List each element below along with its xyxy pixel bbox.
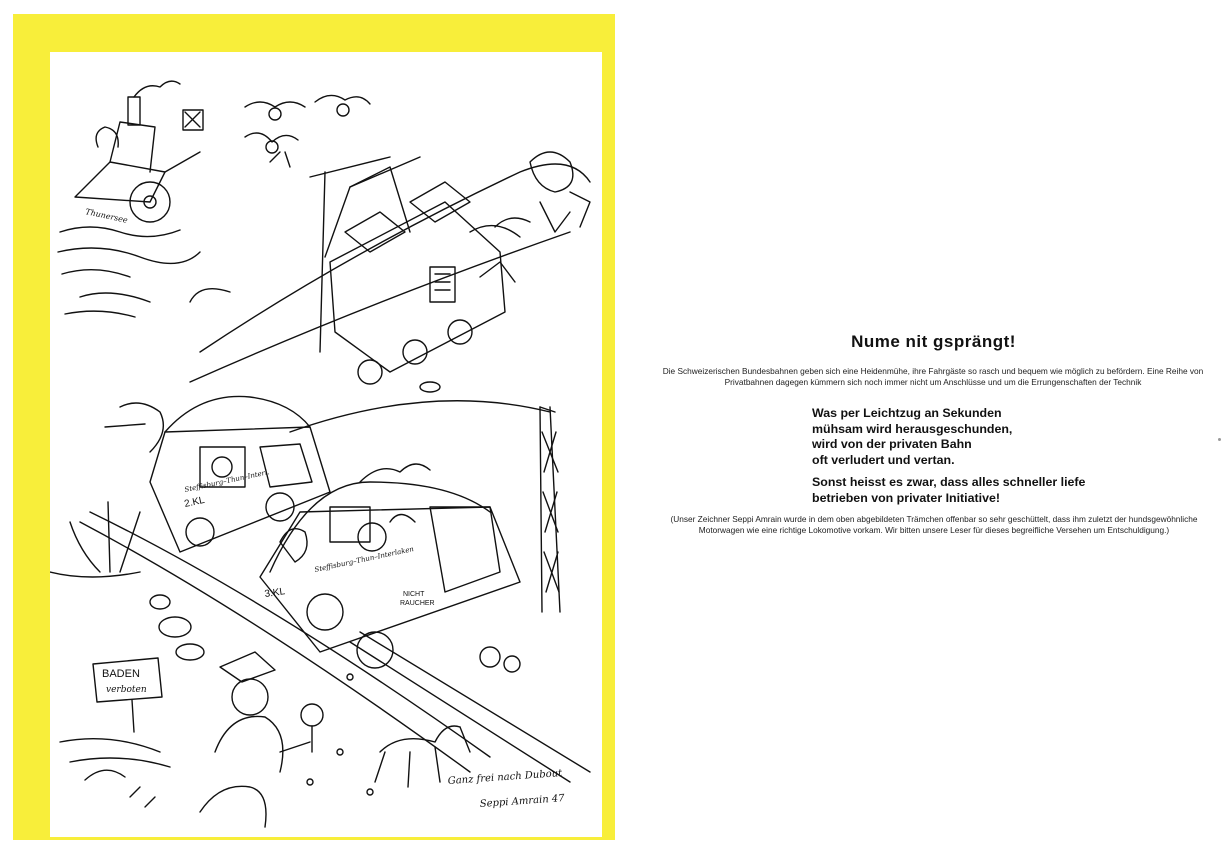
sign-text-verboten: verboten	[106, 685, 147, 695]
editor-note: (Unser Zeichner Seppi Amrain wurde in de…	[670, 514, 1198, 535]
artist-signature: Seppi Amrain 47	[479, 793, 565, 810]
cartoon-illustration: Thunersee	[50, 52, 602, 837]
no-smoking-sign-line1: NICHT	[403, 591, 425, 598]
article-intro: Die Schweizerischen Bundesbahnen geben s…	[662, 366, 1204, 387]
boat-name: Thunersee	[85, 207, 129, 225]
ground-details	[129, 381, 441, 808]
baden-verboten-sign: BADEN verboten	[92, 657, 163, 733]
car-route-label-1: Steffisburg–Thun–Interl.	[184, 468, 270, 494]
overhead-pylons	[289, 156, 561, 613]
article-title: Nume nit gsprängt!	[851, 332, 1016, 351]
poem-line: oft verludert und vertan.	[812, 452, 955, 467]
car-class-label-3: 3.KL	[264, 586, 286, 600]
yellow-page-border: Thunersee	[13, 14, 615, 840]
poem: Was per Leichtzug an Sekunden mühsam wir…	[812, 406, 1142, 506]
locomotive-drawing	[189, 151, 591, 385]
car-class-label-2: 2.KL	[183, 495, 206, 510]
poem-line: mühsam wird herausgeschunden,	[812, 421, 1013, 436]
speck-mark	[1218, 438, 1221, 441]
tram-car-third-class: 3.KL Steffisburg–Thun–Interlaken NICHT R…	[259, 463, 521, 673]
poem-line: Was per Leichtzug an Sekunden	[812, 406, 1002, 420]
railway-track	[79, 511, 591, 783]
poem-line: wird von der privaten Bahn	[812, 437, 972, 451]
dog-figure	[374, 725, 471, 788]
poem-line: betrieben von privater Initiative!	[812, 490, 1000, 505]
pond-and-reeds	[50, 501, 171, 781]
no-smoking-sign-line2: RAUCHER	[400, 600, 435, 607]
article-page: Nume nit gsprängt! Die Schweizerischen B…	[640, 0, 1227, 851]
flying-birds	[244, 94, 371, 168]
poem-line: Sonst heisst es zwar, dass alles schnell…	[812, 475, 1086, 489]
conductor-figure	[199, 651, 324, 828]
steamboat-drawing: Thunersee	[74, 80, 204, 225]
drawing-credit: Ganz frei nach Dubout	[447, 768, 563, 787]
lake-water-lines	[57, 226, 201, 318]
sign-text-baden: BADEN	[102, 668, 140, 680]
